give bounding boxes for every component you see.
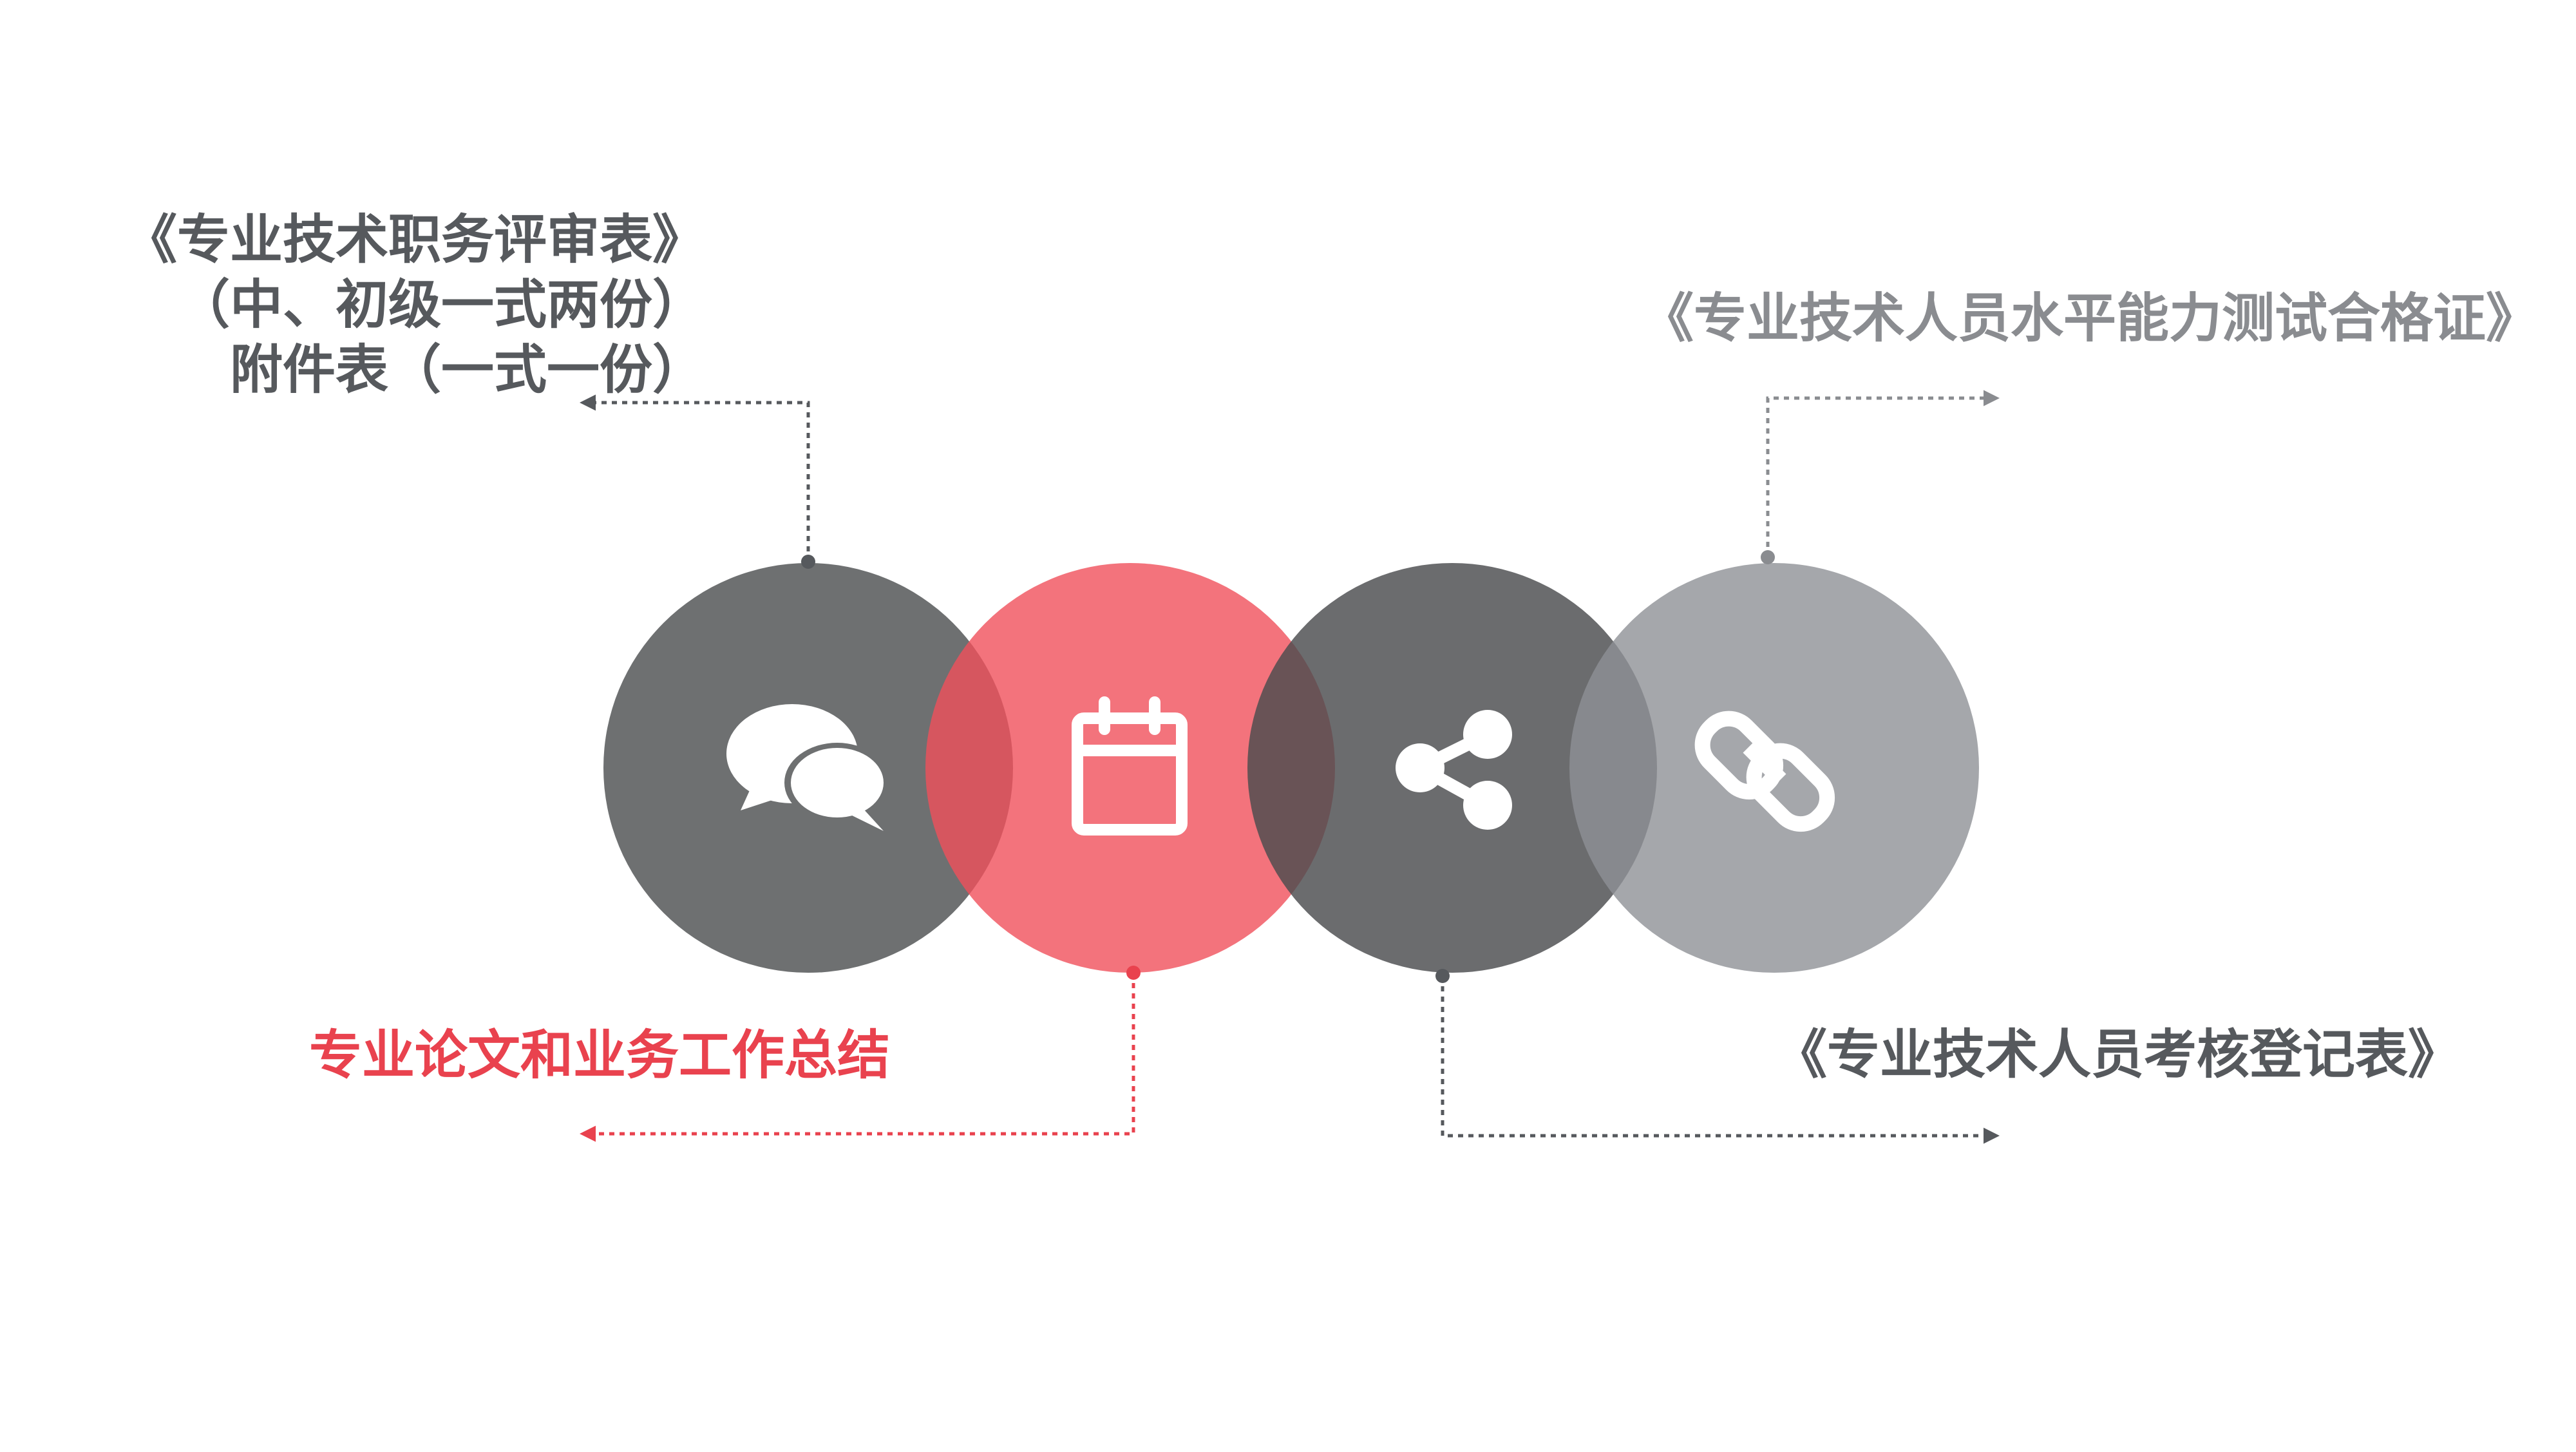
node-calendar-circle (925, 563, 1335, 973)
connector-top-left (580, 394, 815, 569)
label-top-left-line1: 《专业技术职务评审表》 (124, 209, 705, 271)
chat-bubbles-icon (726, 704, 890, 831)
label-top-left: 《专业技术职务评审表》 （中、初级一式两份） 附件表（一式一份） (124, 207, 705, 403)
connector-top-right (1761, 390, 2000, 564)
chain-link-icon (1694, 711, 1835, 832)
share-icon (1396, 710, 1512, 830)
connector-bottom-right (1435, 969, 2000, 1144)
label-top-right: 《专业技术人员水平能力测试合格证》 (1641, 288, 2539, 349)
label-top-left-line2: （中、初级一式两份） (176, 274, 705, 336)
node-share-circle (1247, 563, 1657, 973)
calendar-icon (1072, 696, 1188, 836)
label-bottom-right: 《专业技术人员考核登记表》 (1774, 1024, 2461, 1085)
label-top-left-line3: 附件表（一式一份） (229, 339, 705, 401)
label-bottom-left: 专业论文和业务工作总结 (309, 1025, 891, 1086)
connector-bottom-left (580, 966, 1141, 1142)
